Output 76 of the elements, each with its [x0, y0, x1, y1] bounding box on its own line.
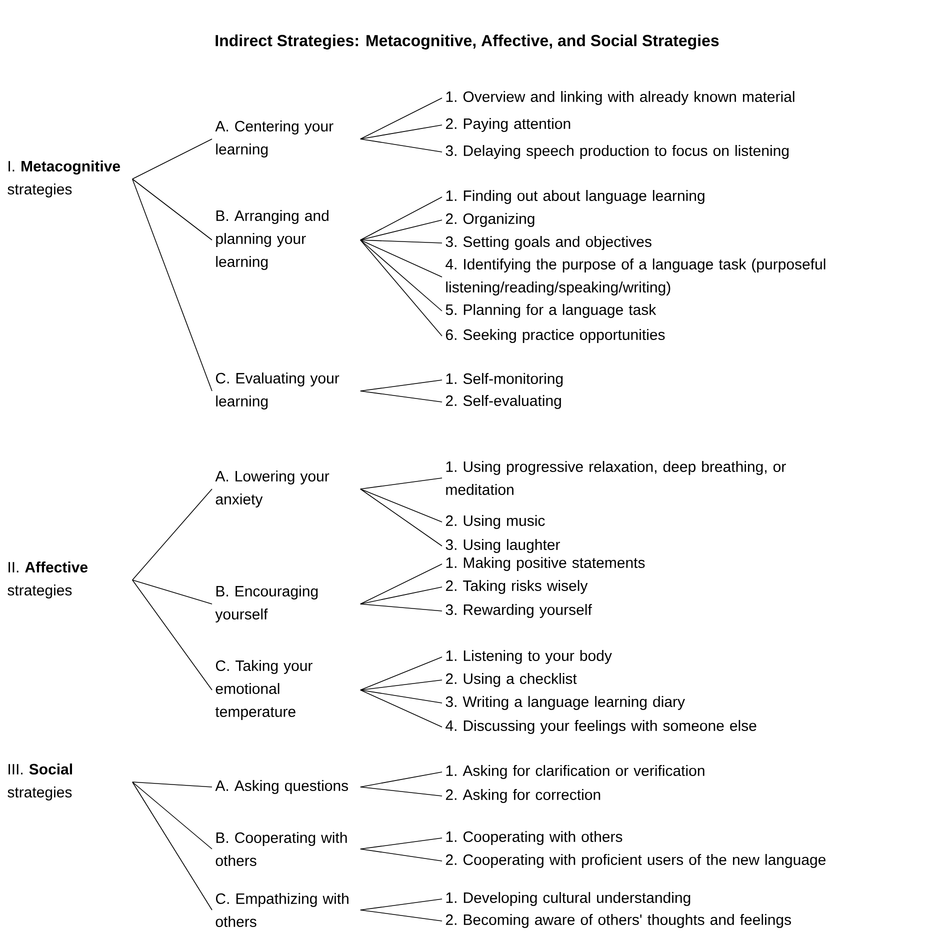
branch-line: [360, 786, 442, 796]
branch-line: [132, 580, 212, 690]
branch-line: [360, 98, 442, 140]
strategy-item: 1. Listening to your body: [446, 650, 612, 664]
category-label: II. Affective strategies: [8, 562, 88, 598]
subcategory-label: A. Asking questions: [215, 780, 348, 794]
branch-line: [132, 178, 212, 392]
strategy-item: 3. Setting goals and objectives: [446, 236, 652, 250]
branch-line: [132, 580, 212, 604]
strategy-item: 2. Cooperating with proficient users of the new language: [446, 854, 826, 868]
strategy-item: 1. Using progressive relaxation, deep breathing, or meditation: [446, 461, 786, 495]
strategy-item: 1. Asking for clarification or verification: [446, 765, 704, 779]
strategy-item: 4. Identifying the purpose of a language task (purposeful listening/reading/speaking/writing): [446, 258, 826, 296]
strategy-item: 3. Writing a language learning diary: [446, 696, 685, 710]
branch-line: [360, 898, 442, 910]
branch-line: [360, 690, 442, 728]
strategy-item: 2. Using music: [446, 515, 545, 529]
branch-line: [360, 220, 442, 240]
branch-line: [360, 240, 442, 312]
subcategory-label: B. Encouraging yourself: [215, 586, 318, 622]
branch-line: [360, 680, 442, 690]
subcategory-label: C. Empathizing with others: [216, 893, 348, 927]
branch-line: [360, 488, 442, 522]
strategy-item: 2. Self-evaluating: [446, 395, 561, 409]
branch-line: [360, 848, 442, 862]
strategy-item: 2. Organizing: [446, 213, 534, 227]
branch-line: [132, 782, 212, 910]
strategy-item: 1. Developing cultural understanding: [446, 892, 690, 906]
title: Indirect Strategies: Metacognitive, Affective, and Social Strategies: [216, 34, 719, 50]
subcategory-label: A. Centering your learning: [215, 120, 334, 158]
strategy-item: 3. Rewarding yourself: [446, 604, 592, 618]
branch-line: [360, 240, 442, 336]
branch-line: [360, 910, 442, 922]
strategy-item: 3. Using laughter: [446, 539, 560, 553]
subcategory-label: A. Lowering your anxiety: [215, 470, 330, 508]
strategy-item: 1. Overview and linking with already known material: [446, 91, 794, 105]
strategy-item: 2. Asking for correction: [446, 789, 600, 803]
category-label: III. Social strategies: [8, 764, 72, 800]
strategy-item: 1. Cooperating with others: [446, 831, 622, 845]
strategy-item: 1. Finding out about language learning: [446, 190, 704, 204]
subcategory-label: C. Taking your emotional temperature: [215, 660, 312, 720]
branch-line: [132, 178, 212, 240]
branch-line: [132, 782, 212, 788]
strategy-item: 4. Discussing your feelings with someone else: [446, 720, 756, 734]
category-label: I. Metacognitive strategies: [8, 160, 120, 198]
strategy-item: 1. Making positive statements: [446, 557, 645, 571]
strategy-item: 1. Self-monitoring: [446, 373, 563, 387]
subcategory-label: B. Arranging and planning your learning: [216, 210, 328, 270]
branch-line: [360, 240, 442, 244]
branch-line: [360, 656, 442, 690]
strategy-item: 6. Seeking practice opportunities: [446, 329, 665, 343]
strategy-item: 5. Planning for a language task: [446, 304, 656, 318]
strategy-item: 2. Paying attention: [446, 118, 570, 132]
subcategory-label: C. Evaluating your learning: [216, 372, 340, 410]
subcategory-label: B. Cooperating with others: [216, 832, 347, 866]
branch-line: [360, 564, 442, 604]
branch-line: [360, 838, 442, 850]
branch-line: [360, 488, 442, 546]
strategy-item: 2. Using a checklist: [446, 673, 577, 687]
branch-line: [360, 138, 442, 152]
branch-line: [360, 196, 442, 240]
branch-line: [360, 124, 442, 140]
branch-line: [132, 782, 212, 850]
branch-line: [360, 380, 442, 392]
branch-line: [360, 690, 442, 704]
branch-line: [360, 604, 442, 612]
branch-line: [360, 390, 442, 402]
strategy-item: 2. Taking risks wisely: [446, 580, 588, 594]
branch-line: [360, 772, 442, 788]
strategy-item: 3. Delaying speech production to focus on listening: [446, 145, 789, 159]
branch-line: [132, 138, 212, 180]
branch-line: [360, 586, 442, 604]
branch-line: [132, 488, 212, 580]
branch-line: [360, 478, 442, 490]
branch-line: [360, 240, 442, 278]
strategy-item: 2. Becoming aware of others' thoughts and feelings: [446, 914, 791, 928]
